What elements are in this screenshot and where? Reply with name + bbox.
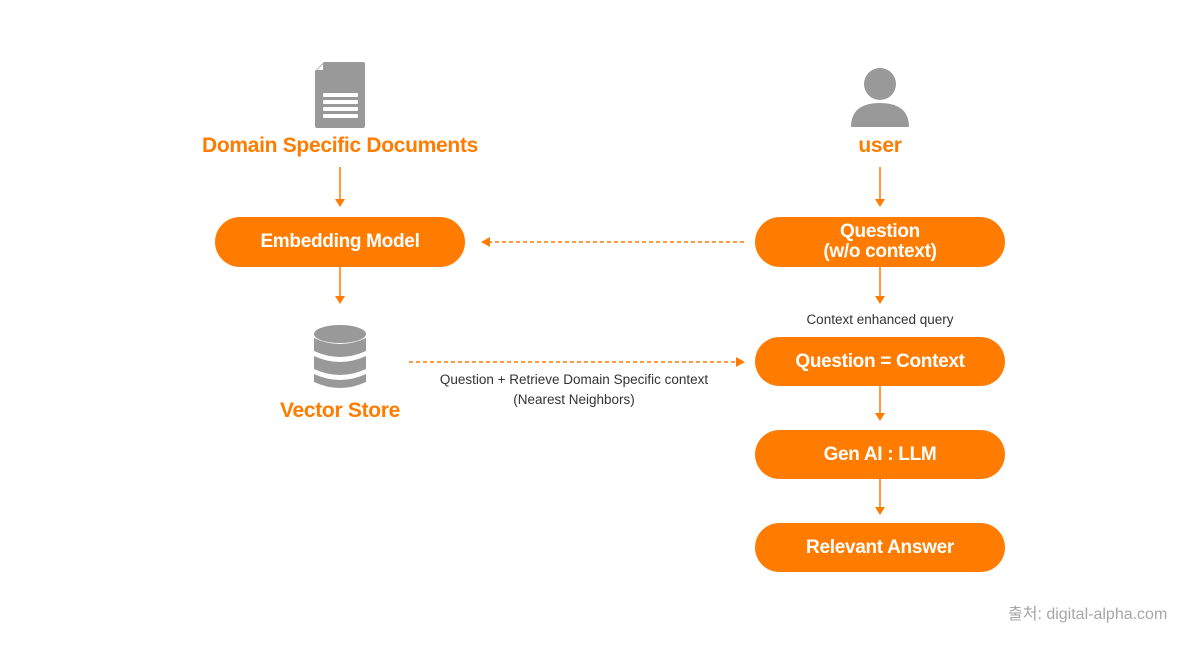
user-icon xyxy=(851,68,909,127)
user-label: user xyxy=(858,134,902,157)
embedding-model-node[interactable]: Embedding Model xyxy=(215,217,465,267)
document-icon xyxy=(315,62,365,128)
question-context-label: Question = Context xyxy=(795,350,965,372)
answer-label: Relevant Answer xyxy=(806,536,954,558)
answer-node[interactable]: Relevant Answer xyxy=(755,523,1005,572)
database-icon xyxy=(314,325,366,388)
question-line1: Question xyxy=(840,221,920,242)
arrowhead xyxy=(335,199,345,207)
arrowhead xyxy=(736,357,745,367)
arrowhead xyxy=(481,237,490,247)
question-line2: (w/o context) xyxy=(823,241,937,262)
vector-store-label: Vector Store xyxy=(279,399,401,422)
question-context-node[interactable]: Question = Context xyxy=(755,337,1005,386)
gen-ai-label: Gen AI : LLM xyxy=(823,443,937,465)
documents-label: Domain Specific Documents xyxy=(201,134,479,157)
retrieve-note-line2: (Nearest Neighbors) xyxy=(513,392,635,407)
arrowhead xyxy=(875,199,885,207)
embedding-model-label: Embedding Model xyxy=(260,231,420,252)
arrowhead xyxy=(875,413,885,421)
gen-ai-node[interactable]: Gen AI : LLM xyxy=(755,430,1005,479)
arrowhead xyxy=(875,296,885,304)
arrowhead xyxy=(875,507,885,515)
retrieve-note: Question + Retrieve Domain Specific cont… xyxy=(414,370,734,410)
source-credit: 출처: digital-alpha.com xyxy=(1008,606,1168,623)
retrieve-note-line1: Question + Retrieve Domain Specific cont… xyxy=(439,372,709,387)
context-enhanced-note: Context enhanced query xyxy=(806,312,954,327)
question-node[interactable]: Question (w/o context) xyxy=(755,217,1005,267)
arrowhead xyxy=(335,296,345,304)
